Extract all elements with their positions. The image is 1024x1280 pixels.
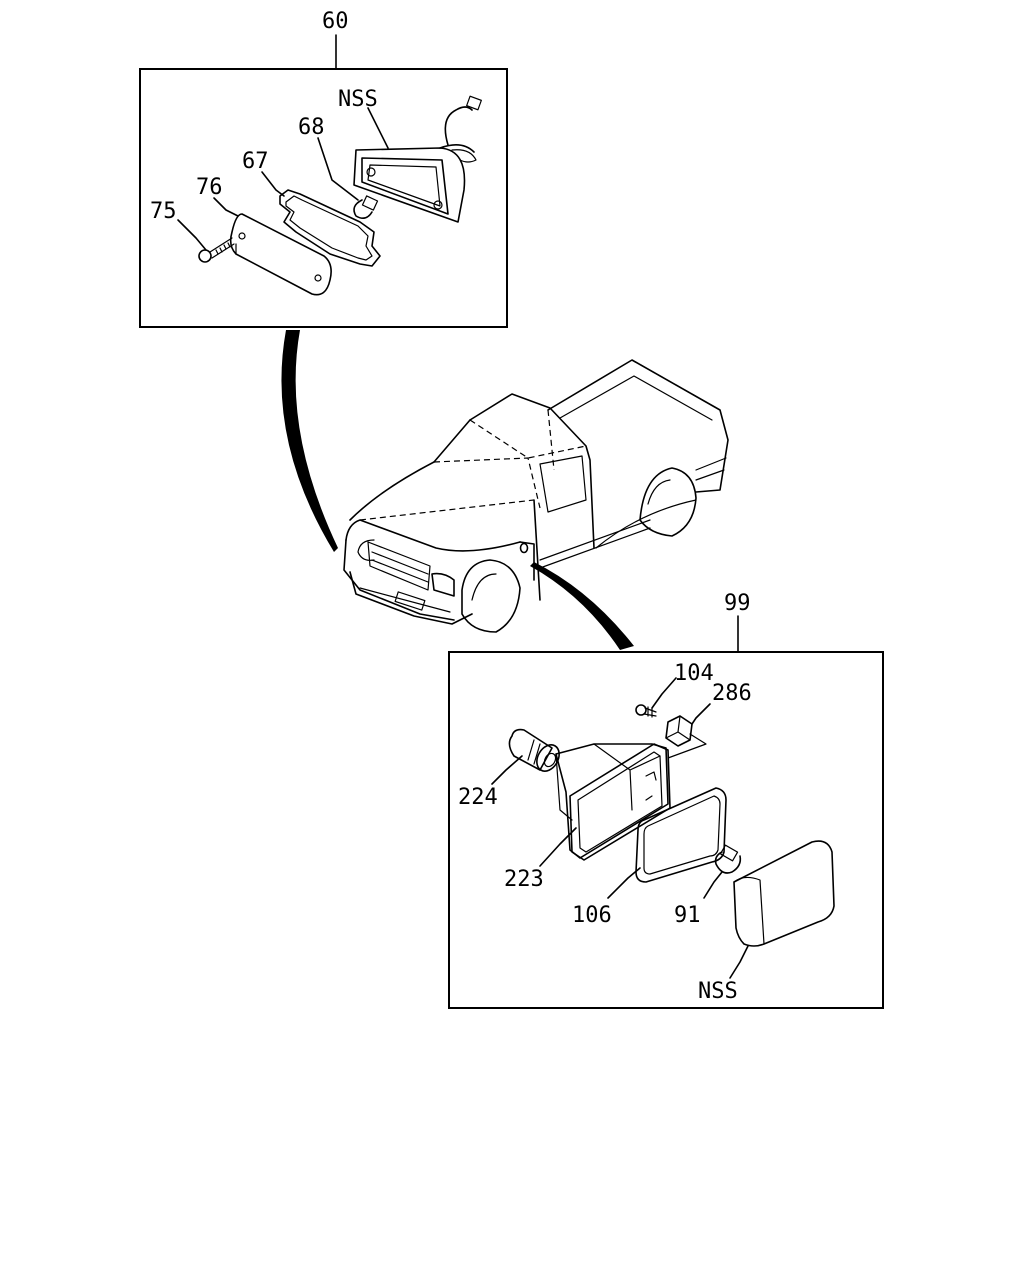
bulb-icon-68 [353,195,379,220]
callout-60: 60 [322,9,349,34]
callout-286: 286 [712,681,752,706]
leader-sweep-upper [281,330,338,552]
callout-67: 67 [242,149,269,174]
front-turn-signal-lamp-icon [555,743,671,861]
callout-nss-bottom: NSS [698,979,738,1004]
callout-104: 104 [674,661,714,686]
gasket-icon-67 [279,189,381,267]
callout-106: 106 [572,903,612,928]
callout-224: 224 [458,785,498,810]
lens-icon-76 [229,213,332,296]
socket-icon-224 [508,728,560,772]
lens-icon-nss [733,840,835,947]
gasket-icon-106 [635,787,727,883]
callout-nss-top: NSS [338,87,378,112]
pickup-truck-icon [343,359,729,633]
screw-icon-75 [198,237,235,263]
clip-icon-286 [665,715,693,747]
callout-68: 68 [298,115,325,140]
detail-box-99: 99 104 286 224 [448,591,884,1009]
side-marker-lamp-icon [353,95,482,223]
leader-sweep-lower [530,562,634,650]
bulb-icon-91 [714,844,742,874]
screw-icon-104 [635,704,657,718]
callout-75: 75 [150,199,177,224]
callout-99: 99 [724,591,751,616]
callout-91: 91 [674,903,701,928]
detail-box-60: 60 NSS 68 67 [139,9,508,328]
callout-223: 223 [504,867,544,892]
callout-76: 76 [196,175,223,200]
